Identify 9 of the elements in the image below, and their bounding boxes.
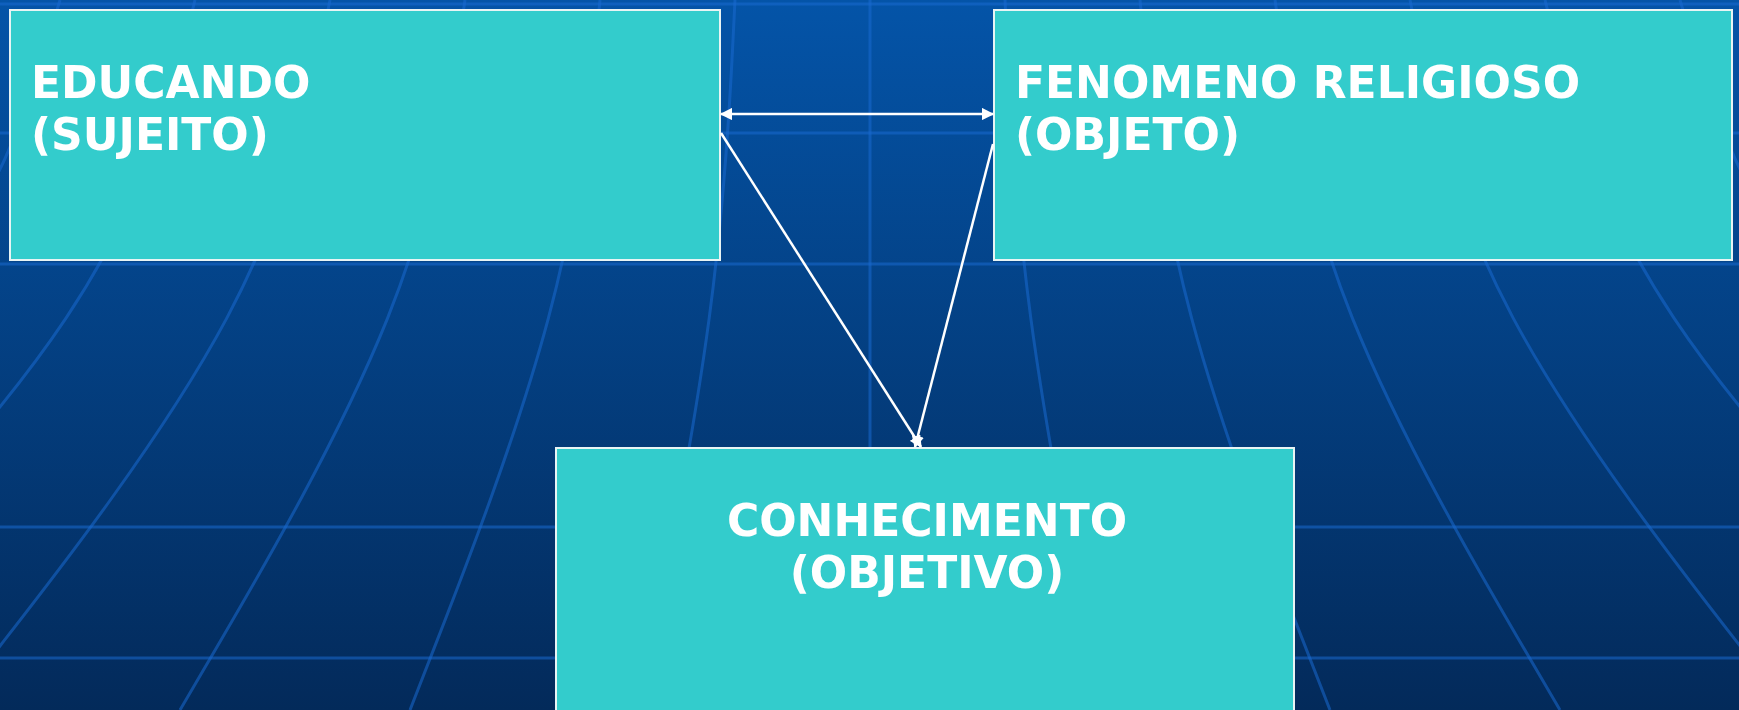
arrow xyxy=(719,132,923,449)
box-title: FENOMENO RELIGIOSO (OBJETO) xyxy=(1015,57,1582,161)
arrow xyxy=(719,107,995,121)
box-title: EDUCANDO (SUJEITO) xyxy=(31,57,312,161)
box-title: CONHECIMENTO (OBJETIVO) xyxy=(725,495,1129,599)
concept-box xyxy=(9,9,721,261)
arrow xyxy=(911,143,995,449)
concept-box xyxy=(993,9,1733,261)
concept-box xyxy=(555,447,1295,710)
